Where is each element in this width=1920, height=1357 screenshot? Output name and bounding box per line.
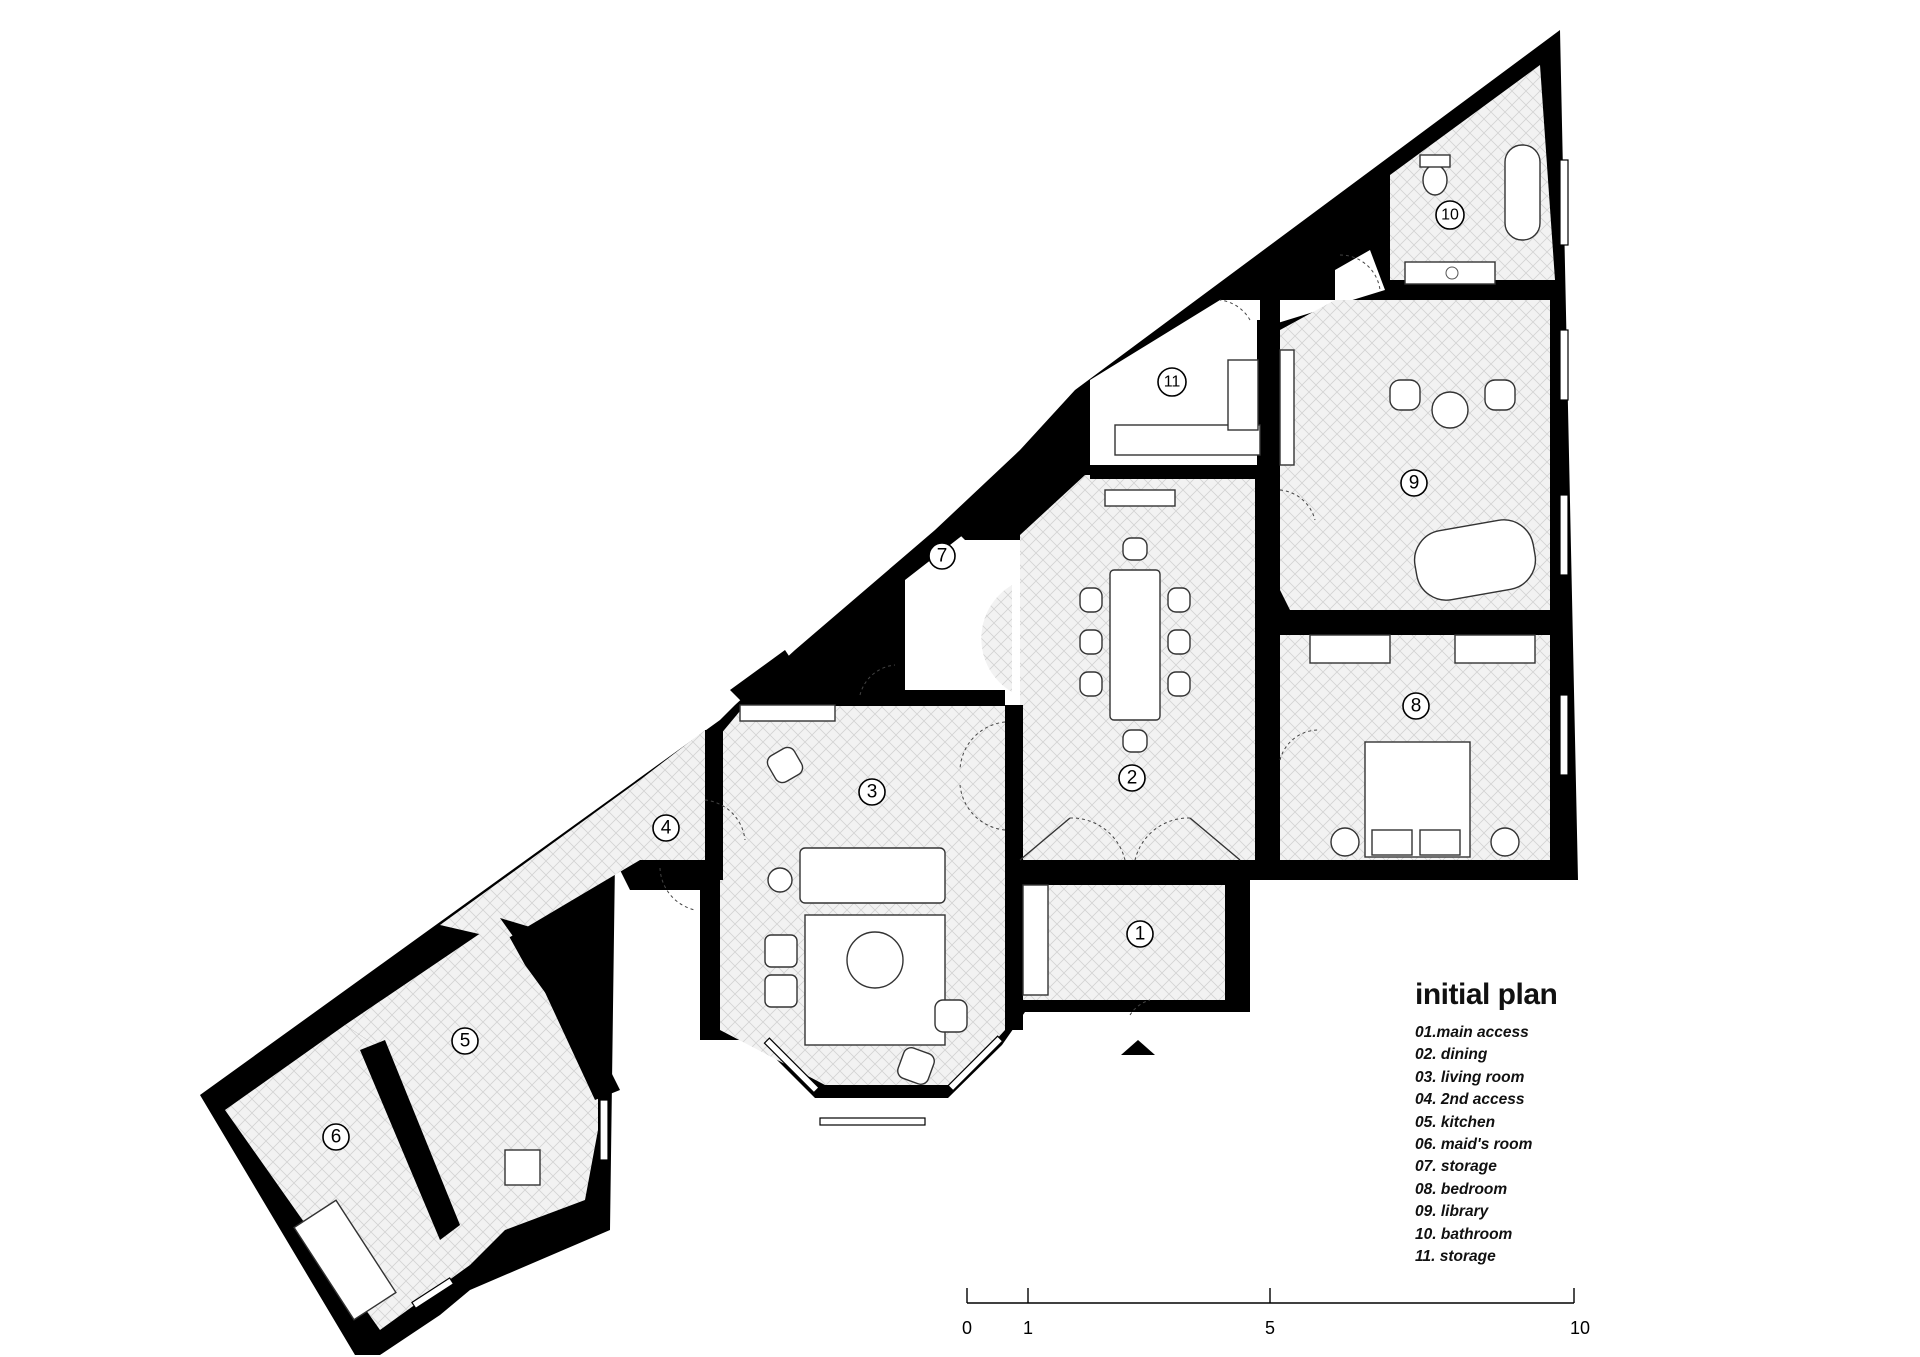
grand-piano (1413, 519, 1537, 601)
legend: initial plan 01.main access 02. dining 0… (1415, 978, 1558, 1268)
room-label-11: 11 (1157, 367, 1187, 397)
legend-item: 06. maid's room (1415, 1136, 1533, 1154)
svg-text:5: 5 (460, 1031, 471, 1052)
toilet-tank (1419, 154, 1451, 168)
legend-list: 01.main access 02. dining 03. living roo… (1415, 1022, 1557, 1268)
floor-hallway (440, 780, 640, 940)
legend-item: 01.main access (1415, 1024, 1529, 1041)
coffee-table (846, 931, 904, 989)
svg-text:9: 9 (1409, 473, 1420, 494)
room-label-1: 1 (1126, 920, 1154, 948)
room-label-3: 3 (858, 778, 886, 806)
svg-text:1: 1 (1135, 924, 1146, 945)
floor-storage-7-bay (981, 585, 1012, 692)
scale-tick-0: 0 (962, 1318, 972, 1338)
legend-item: 04. 2nd access (1415, 1091, 1525, 1109)
svg-text:7: 7 (937, 546, 948, 567)
scale-tick-5: 5 (1265, 1318, 1275, 1338)
room-label-2: 2 (1118, 764, 1146, 792)
room-labels: 1 2 3 4 5 6 7 8 9 10 11 (322, 200, 1465, 1151)
legend-item: 05. kitchen (1415, 1113, 1496, 1131)
floor-main-access (1020, 885, 1225, 1000)
legend-item: 08. bedroom (1415, 1180, 1508, 1198)
legend-item: 02. dining (1415, 1046, 1488, 1064)
legend-item: 09. library (1415, 1203, 1489, 1221)
room-label-10: 10 (1435, 200, 1465, 230)
legend-item: 10. bathroom (1415, 1225, 1513, 1243)
entry-arrow (1121, 1040, 1155, 1055)
room-label-8: 8 (1402, 692, 1430, 720)
bathroom-vanity (1404, 261, 1496, 285)
doors (659, 254, 1381, 1016)
svg-text:6: 6 (331, 1127, 342, 1148)
maids-bed (293, 1199, 397, 1321)
svg-text:8: 8 (1411, 696, 1422, 717)
sofa (799, 847, 946, 904)
svg-text:3: 3 (867, 782, 878, 803)
bathtub (1504, 144, 1541, 241)
room-label-7: 7 (928, 542, 956, 570)
room-label-6: 6 (322, 1123, 350, 1151)
legend-title: initial plan (1415, 978, 1558, 1011)
toilet (1422, 164, 1448, 196)
scale-bar: 0 1 5 10 (962, 1288, 1590, 1338)
furniture (293, 144, 1541, 1321)
dining-table (1109, 569, 1161, 721)
svg-text:2: 2 (1127, 768, 1138, 789)
svg-text:11: 11 (1164, 374, 1181, 391)
svg-text:10: 10 (1441, 207, 1459, 224)
room-label-4: 4 (652, 814, 680, 842)
room-label-5: 5 (451, 1027, 479, 1055)
scale-tick-1: 1 (1023, 1318, 1033, 1338)
legend-item: 03. living room (1415, 1068, 1525, 1086)
svg-text:4: 4 (661, 818, 672, 839)
windows (411, 159, 1569, 1310)
scale-tick-10: 10 (1570, 1318, 1590, 1338)
floor-maids-room (225, 1025, 470, 1330)
interior-walls (360, 282, 1558, 1240)
library-table (1431, 391, 1469, 429)
legend-item: 11. storage (1415, 1248, 1496, 1266)
room-label-9: 9 (1400, 469, 1428, 497)
dining-chairs (1079, 537, 1191, 753)
legend-item: 07. storage (1415, 1158, 1497, 1176)
floor-2nd-access (640, 730, 705, 860)
